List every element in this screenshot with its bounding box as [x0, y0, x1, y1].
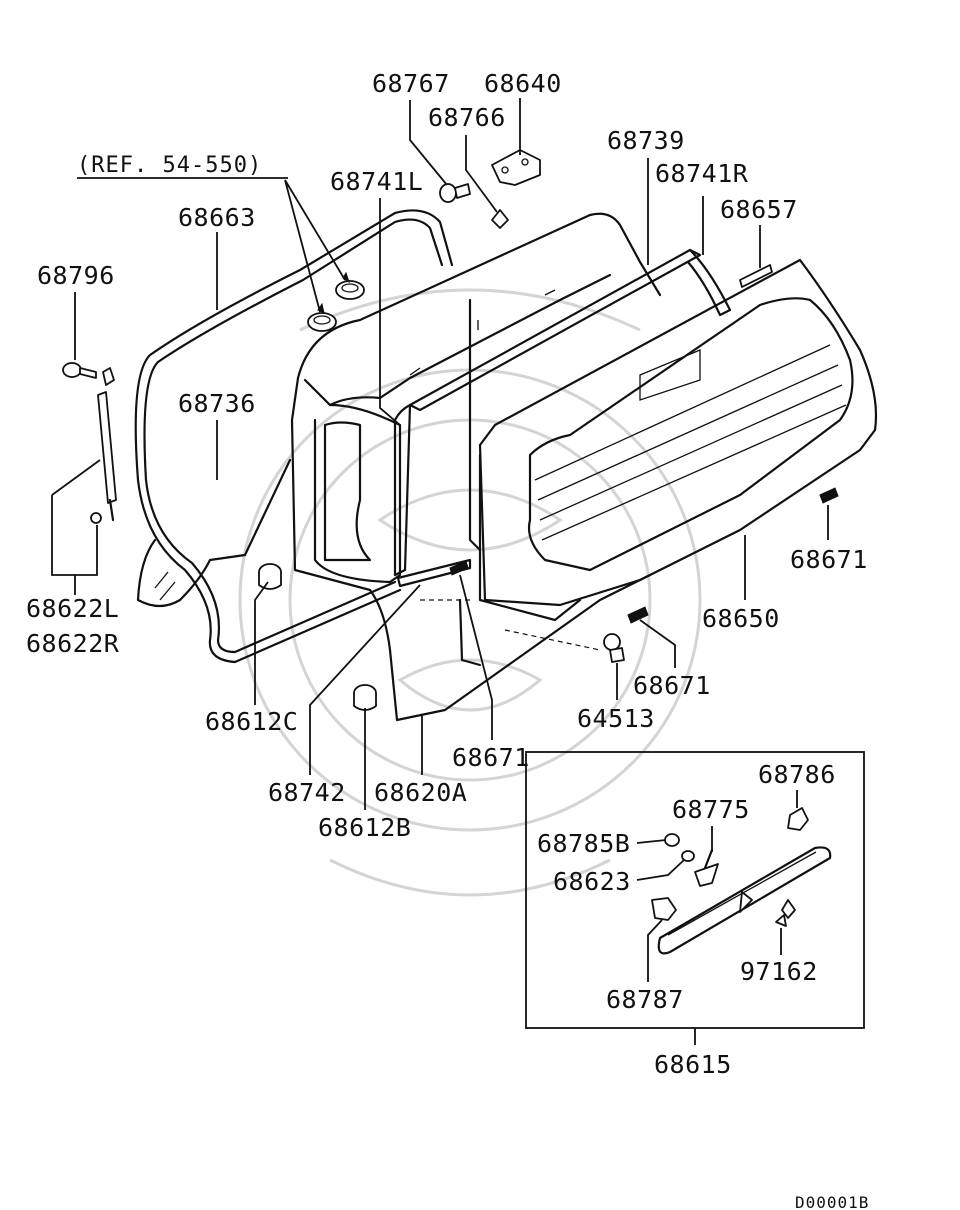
label-97162: 97162 — [740, 957, 818, 986]
bumper-68612B — [353, 684, 377, 711]
label-68739: 68739 — [607, 126, 685, 155]
grommet-ref-left — [307, 312, 337, 332]
label-68786: 68786 — [758, 760, 836, 789]
label-64513: 64513 — [577, 704, 655, 733]
trim-panel-68736 — [136, 458, 292, 608]
latch-64513 — [603, 633, 625, 663]
grommet-ref-right — [335, 280, 365, 300]
label-68671-left: 68671 — [452, 743, 530, 772]
molding-68741L — [393, 403, 412, 577]
label-68766: 68766 — [428, 103, 506, 132]
tape-68671-left — [449, 560, 469, 576]
label-68785B: 68785B — [537, 829, 630, 858]
label-68622L: 68622L — [26, 594, 119, 623]
label-68657: 68657 — [720, 195, 798, 224]
label-68671-right: 68671 — [790, 545, 868, 574]
label-68767: 68767 — [372, 69, 450, 98]
gas-strut-68622 — [90, 367, 117, 524]
diagram-code: D00001B — [795, 1193, 869, 1210]
label-68663: 68663 — [178, 203, 256, 232]
tape-68671-mid — [627, 606, 649, 624]
bracket-68640 — [491, 149, 541, 186]
label-68736: 68736 — [178, 389, 256, 418]
tape-68671-right — [819, 487, 839, 504]
leader-lines — [51, 98, 829, 1045]
label-68650: 68650 — [702, 604, 780, 633]
label-ref-54-550: (REF. 54-550) — [77, 153, 262, 178]
label-68622R: 68622R — [26, 629, 120, 658]
glass-68650 — [478, 258, 878, 607]
molding-68739 — [408, 248, 732, 412]
molding-68742 — [396, 558, 472, 588]
clip-68766 — [491, 209, 509, 229]
bolt-68796 — [62, 362, 97, 379]
label-68620A: 68620A — [374, 778, 467, 807]
label-68623: 68623 — [553, 867, 631, 896]
label-68612B: 68612B — [318, 813, 411, 842]
weatherstrip-68663 — [134, 209, 454, 664]
label-68612C: 68612C — [205, 707, 298, 736]
pad-68657 — [739, 264, 773, 288]
label-68775: 68775 — [672, 795, 750, 824]
tailgate-68620A — [290, 212, 662, 722]
bolt-68767 — [439, 183, 471, 203]
label-68615: 68615 — [654, 1050, 732, 1079]
label-68640: 68640 — [484, 69, 562, 98]
label-68741R: 68741R — [655, 159, 749, 188]
bumper-68612C — [258, 563, 282, 590]
label-68742: 68742 — [268, 778, 346, 807]
label-68671-mid: 68671 — [633, 671, 711, 700]
label-68787: 68787 — [606, 985, 684, 1014]
label-68796: 68796 — [37, 261, 115, 290]
label-68741L: 68741L — [330, 167, 423, 196]
